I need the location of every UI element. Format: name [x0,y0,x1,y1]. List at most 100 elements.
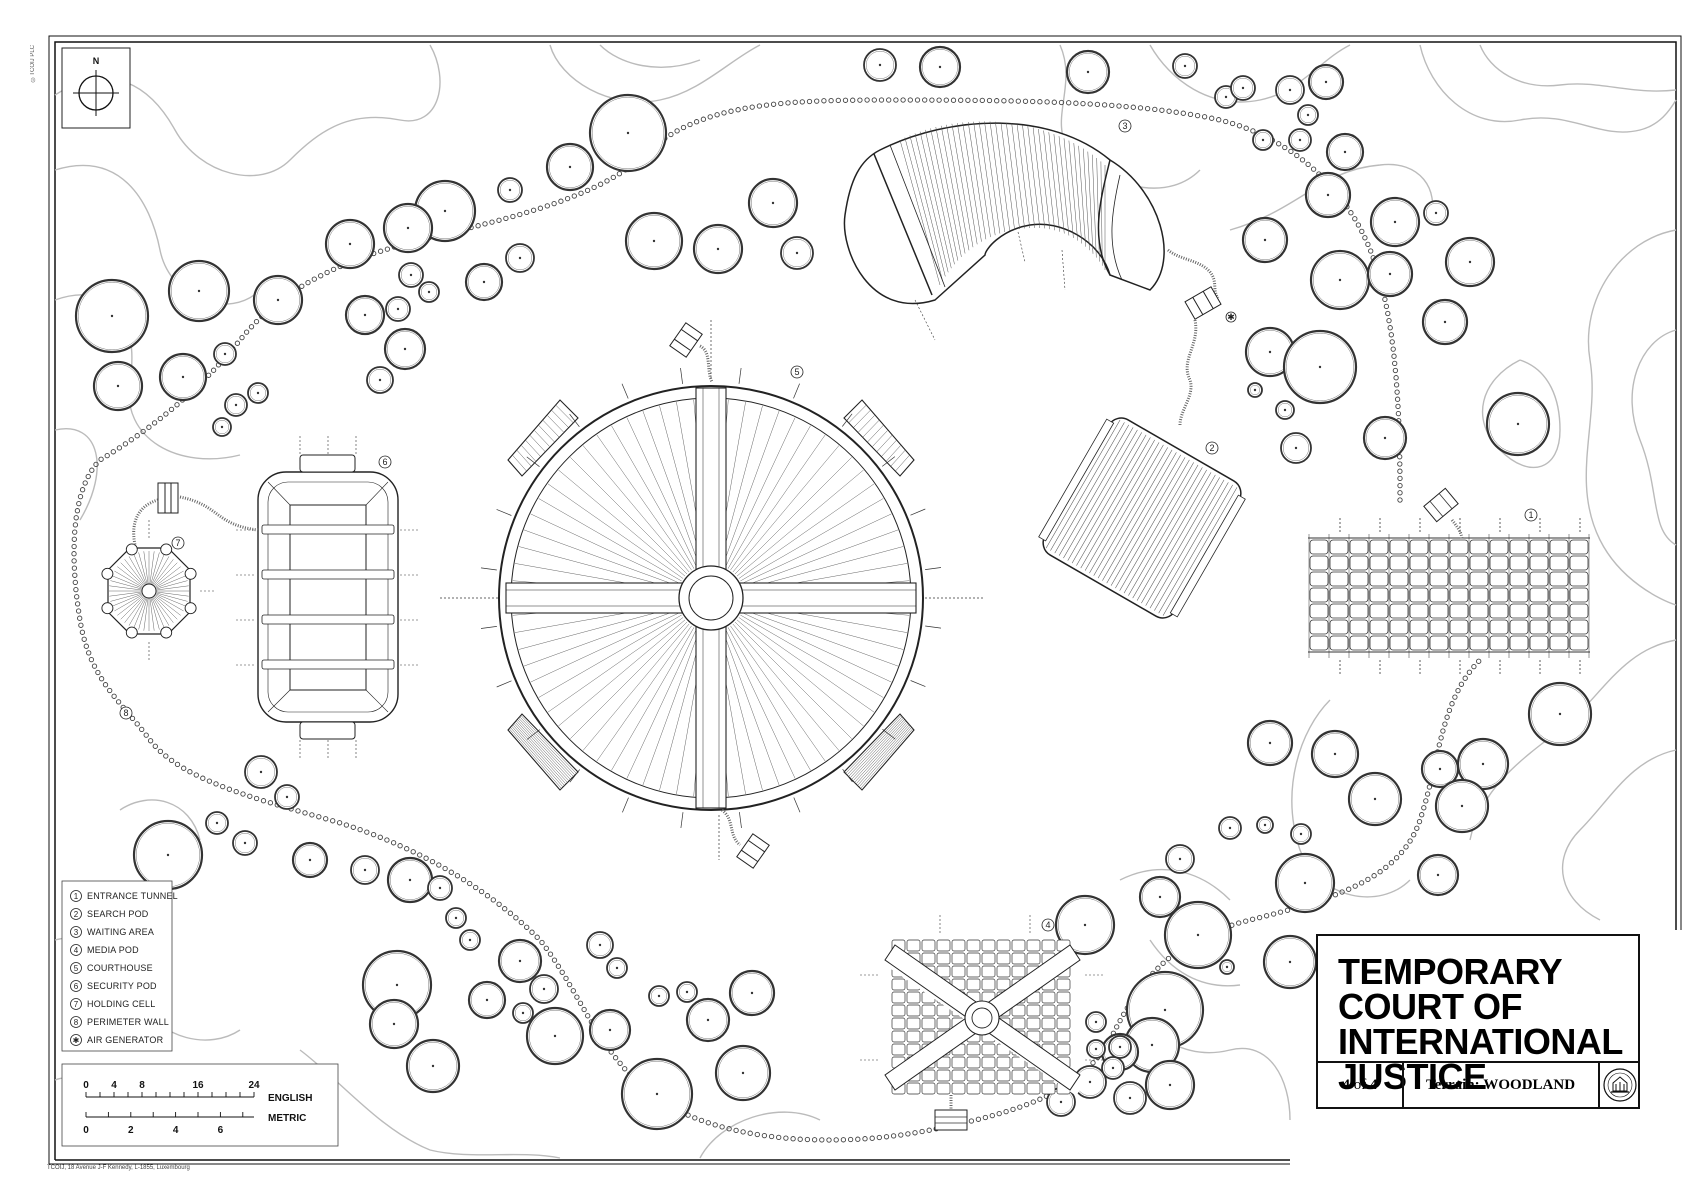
callout-security-pod: 6 [378,455,392,469]
tree [1485,391,1551,457]
scale-english-label: ENGLISH [268,1093,312,1104]
tree [1347,771,1403,827]
security-pod [236,436,420,758]
svg-text:8: 8 [123,708,128,718]
tree [385,296,411,322]
legend-label: COURTHOUSE [87,963,153,973]
vertical-credit: ©TCOIJ PLC [30,45,36,82]
tree [232,830,258,856]
tree [1369,196,1421,248]
tree [1241,216,1289,264]
tree [1444,236,1496,288]
tree [1230,75,1256,101]
callout-search-pod: 2 [1205,441,1219,455]
tree [459,929,481,951]
legend-mark: 5 [74,964,79,973]
courthouse [440,320,985,869]
north-compass: N [61,47,131,129]
tree [74,278,150,354]
tree [1165,844,1195,874]
legend-label: HOLDING CELL [87,999,155,1009]
tree [1054,894,1116,956]
tree [1172,53,1198,79]
tree [382,202,434,254]
callout-perimeter-wall: 8 [119,706,133,720]
tree [1282,329,1358,405]
search-pod [1038,417,1246,619]
sheet-frame [48,35,1682,1165]
tree [1416,853,1460,897]
tree [274,784,300,810]
holding-cell [101,482,259,662]
tree [368,998,420,1050]
legend-label: MEDIA POD [87,945,139,955]
scale-tick-label: 4 [111,1080,117,1091]
tree [529,974,559,1004]
tree [1366,250,1414,298]
tree [344,294,386,336]
tree [1246,719,1294,767]
title-line: JUSTICE [1338,1056,1487,1097]
svg-text:1: 1 [1528,510,1533,520]
tree [1252,129,1274,151]
tree [1420,749,1460,789]
media-pod [860,915,1105,1131]
tree [252,274,304,326]
tree [1309,249,1371,311]
tree [1256,816,1274,834]
tree [1086,1039,1106,1059]
tree [1290,823,1312,845]
entrance-tunnel [1308,487,1590,674]
seal [1600,1063,1640,1107]
tree [1113,1081,1147,1115]
tree [685,997,731,1043]
title-block: TEMPORARY COURT OF INTERNATIONAL JUSTICE… [1316,934,1640,1109]
north-label: N [93,56,100,66]
svg-text:2: 2 [1209,443,1214,453]
tree [1085,1011,1107,1033]
legend-mark: 6 [74,982,79,991]
tree [624,211,684,271]
tree [213,342,237,366]
tree [350,855,380,885]
scale-tick-label: 2 [128,1125,134,1136]
scale-tick-label: 0 [83,1080,89,1091]
tree [247,382,269,404]
svg-text:3: 3 [1122,121,1127,131]
tree [497,177,523,203]
tree [497,938,543,984]
tree [728,969,776,1017]
tree [132,819,204,891]
tree [212,417,232,437]
tree [1304,171,1352,219]
waiting-area: ✱ [843,121,1237,426]
tree [1274,852,1336,914]
svg-text:6: 6 [382,457,387,467]
tree [692,223,744,275]
tree [780,236,814,270]
legend-mark: 7 [74,1000,79,1009]
legend-label: ENTRANCE TUNNEL [87,891,178,901]
footer-address: TCOIJ, 18 Avenue J-F Kennedy, L-1855, Lu… [47,1165,190,1171]
title-line: TEMPORARY [1338,951,1563,992]
tree [464,262,504,302]
callout-entrance-tunnel: 1 [1524,508,1538,522]
tree [512,1002,534,1024]
tree [1527,681,1593,747]
tree [676,981,698,1003]
tree [918,45,962,89]
scale-metric-label: METRIC [268,1113,306,1124]
legend-label: WAITING AREA [87,927,154,937]
tree [1101,1056,1125,1080]
tree [505,243,535,273]
legend-mark: 8 [74,1018,79,1027]
legend-label: SECURITY POD [87,981,157,991]
tree [386,856,434,904]
tree [167,259,231,323]
callout-waiting-area: 3 [1118,119,1132,133]
